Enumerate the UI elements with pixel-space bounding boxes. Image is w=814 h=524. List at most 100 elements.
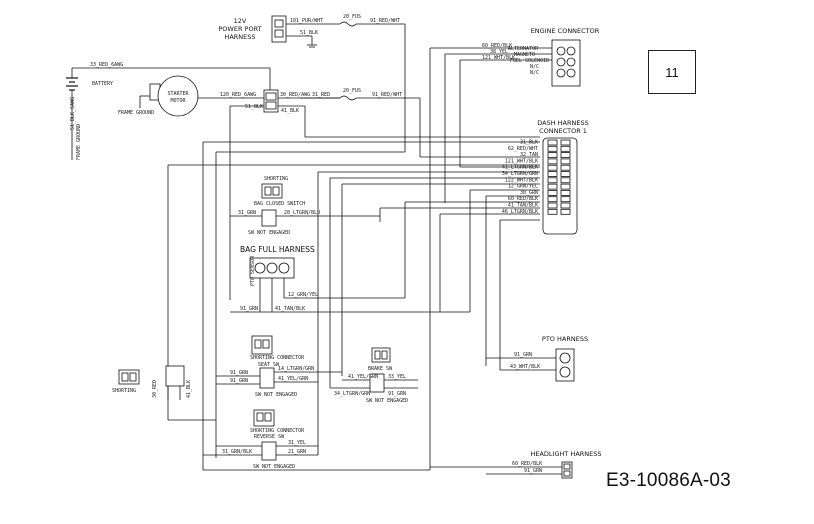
dash-pin: [547, 208, 558, 215]
wire-label-pto-2: 43_WHT/BLK: [510, 364, 540, 370]
fuse-1: [339, 21, 357, 27]
svg-text:REVERSE SW: REVERSE SW: [254, 434, 285, 440]
starter-label-1: STARTER: [167, 91, 189, 97]
dash-pin: [547, 158, 558, 165]
svg-text:PTO SENSOR: PTO SENSOR: [250, 255, 256, 286]
starter-motor-symbol: [157, 75, 199, 117]
wire-label-brake-4: 91_GRN: [388, 391, 406, 397]
wire-label-start-2: 30_RED/AWG: [280, 92, 310, 98]
dash-pin: [560, 177, 571, 184]
engine-connector: ENGINE CONNECTOR ALTERNATOR MAGNETO FUEL…: [429, 27, 600, 470]
pto-harness-title: PTO HARNESS: [542, 335, 588, 343]
wire-label-dash-11: 41_TAN/BLK: [508, 203, 538, 209]
dash-pin: [560, 183, 571, 190]
seat-switch: SHORTING CONNECTOR SEAT SW 91_GRN 14_LTG…: [216, 335, 342, 398]
wire-label-dash-10: 60_RED/BLK: [508, 196, 538, 202]
switch-note-3: SW NOT ENGAGED: [366, 398, 408, 404]
power-port-title-1: 12V: [234, 17, 247, 25]
wire-label-head-1: 60_RED/BLK: [512, 461, 542, 467]
wire-label-ground: 51_BLK: [245, 104, 263, 110]
engine-connector-body: [551, 39, 581, 87]
wire-label-pto-1: 91_GRN: [514, 352, 532, 358]
page-number-box: 11: [648, 50, 696, 94]
ignition-switch: SHORTING 30_RED 41_BLK: [112, 365, 192, 400]
svg-text:FRAME GROUND: FRAME GROUND: [76, 124, 82, 160]
power-port-title-3: HARNESS: [224, 33, 255, 41]
headlight-connector: [561, 461, 573, 479]
drawing-id: E3-10086A-03: [606, 470, 731, 491]
svg-text:BRAKE SW: BRAKE SW: [368, 366, 393, 372]
wire-label-brake-2: 33_YEL: [388, 374, 406, 380]
dash-pin: [560, 202, 571, 209]
engine-pin-fuel: FUEL SOLENOID: [510, 58, 549, 64]
battery: BATTERY 33_RED_6AWG 51_BLK_6AWG FRAME GR…: [66, 62, 270, 160]
wire-label-dash-9: 30_GRN: [520, 190, 538, 196]
dash-pin: [547, 189, 558, 196]
wire-label-dash-7: 122_WHT/BLK: [505, 177, 538, 183]
starter-label-2: MOTOR: [170, 98, 186, 104]
wire-label-rev-1: 31_YEL: [288, 440, 306, 446]
svg-text:BAG CLOSED SWITCH: BAG CLOSED SWITCH: [254, 201, 305, 207]
wire-label-dash-1: 31_BLK: [520, 140, 538, 146]
dash-pin: [560, 171, 571, 177]
dash-pin: [560, 158, 571, 165]
wire-label-dash-2: 62_RED/WHT: [508, 146, 538, 152]
wire-label-rev-2: 31_GRN/BLK: [222, 449, 252, 455]
engine-pin-alternator: ALTERNATOR: [508, 46, 539, 52]
dash-pin: [547, 139, 558, 146]
wire-label-power-port-1: 101_PUR/WHT: [290, 18, 323, 24]
reverse-switch: SHORTING CONNECTOR REVERSE SW 31_YEL 31_…: [203, 362, 319, 470]
dash-pin: [560, 164, 571, 171]
dash-pin: [560, 196, 571, 203]
wire-label-power-port-3: 51_BLK: [300, 30, 318, 36]
wire-label-bag-4: 91_GRN: [240, 306, 258, 312]
starter-motor: STARTER MOTOR 120_RED_6AWG FRAME GROUND: [118, 75, 264, 117]
wire-label-dash-6: 34_LTGRN/GRN: [502, 171, 538, 177]
wire-label-fuse-1: 20_FUS: [343, 14, 361, 20]
bag-closed-switch: SHORTING BAG CLOSED SWITCH 31_GRN 28_LTG…: [230, 176, 380, 236]
wire-label-dash-3: 32_TAN: [520, 152, 538, 158]
wire-label-dash-5: 41_LTGRN/BLK: [502, 165, 538, 171]
wire-label-eng-3: 121_WHT/BLK: [482, 55, 515, 61]
dash-pin: [547, 202, 558, 209]
dash-pin: [560, 145, 571, 152]
dash-harness-connector: DASH HARNESS CONNECTOR 1 31_BLK62_RED/WH…: [502, 119, 589, 235]
wire-label-dash-4: 121_WHT/BLK: [505, 158, 538, 164]
engine-pin-nc2: N/C: [530, 70, 539, 76]
bag-full-harness: BAG FULL HARNESS 12_GRN/YEL 91_GRN 41_TA…: [230, 245, 470, 313]
starter-solenoid: 30_RED/AWG 41_BLK 51_BLK 31_RED 20_FUS 9…: [229, 68, 421, 157]
switch-note-1: SW NOT ENGAGED: [248, 230, 290, 236]
svg-text:SEAT SW: SEAT SW: [258, 362, 280, 368]
svg-text:SHORTING CONNECTOR: SHORTING CONNECTOR: [250, 355, 305, 361]
wire-label-starter-sol: 41_BLK: [281, 108, 299, 114]
wire-label-brake-1: 41_YEL/GRN: [348, 374, 378, 380]
wire-label-eng-1: 60_RED/BLK: [482, 43, 512, 49]
battery-label: BATTERY: [92, 81, 113, 87]
wire-label-power-port-2: 91_RED/WHT: [370, 18, 400, 24]
dash-pin: [547, 183, 558, 190]
wire-label-dash-12: 46_LTGRN/BLK: [502, 209, 538, 215]
engine-pin-magneto: MAGNETO: [514, 52, 535, 58]
wire-label-brake-3: 34_LTGRN/GRN: [334, 391, 370, 397]
dash-harness-title-2: CONNECTOR 1: [539, 127, 587, 135]
svg-text:51_BLK_6AWG: 51_BLK_6AWG: [70, 97, 76, 130]
dash-pin: [560, 189, 571, 196]
fuse-2: [339, 95, 357, 101]
headlight-harness-title: HEADLIGHT HARNESS: [530, 450, 601, 458]
engine-connector-title: ENGINE CONNECTOR: [531, 27, 600, 35]
wire-label-seat-1: 91_GRN: [230, 370, 248, 376]
wire-label-dash-1: 31_RED: [312, 92, 330, 98]
wire-label-fuse-2: 20_FUS: [343, 88, 361, 94]
wire-label-dash-8: 12_GRN/YEL: [508, 184, 538, 190]
engine-pin-nc1: N/C: [530, 64, 539, 70]
wire-label-battery: 33_RED_6AWG: [90, 62, 123, 68]
wire-label-seat-3: 91_GRN: [230, 378, 248, 384]
wire-label-bag-1: 31_GRN: [238, 210, 256, 216]
wire-label-starter: 120_RED_6AWG: [220, 92, 256, 98]
brake-switch: BRAKE SW 41_YEL/GRN 33_YEL 34_LTGRN/GRN …: [330, 347, 418, 404]
wire-label-head-2: 91_GRN: [524, 468, 542, 474]
dash-pin: [547, 164, 558, 171]
svg-text:SHORTING: SHORTING: [264, 176, 288, 182]
dash-harness-title-1: DASH HARNESS: [537, 119, 589, 127]
